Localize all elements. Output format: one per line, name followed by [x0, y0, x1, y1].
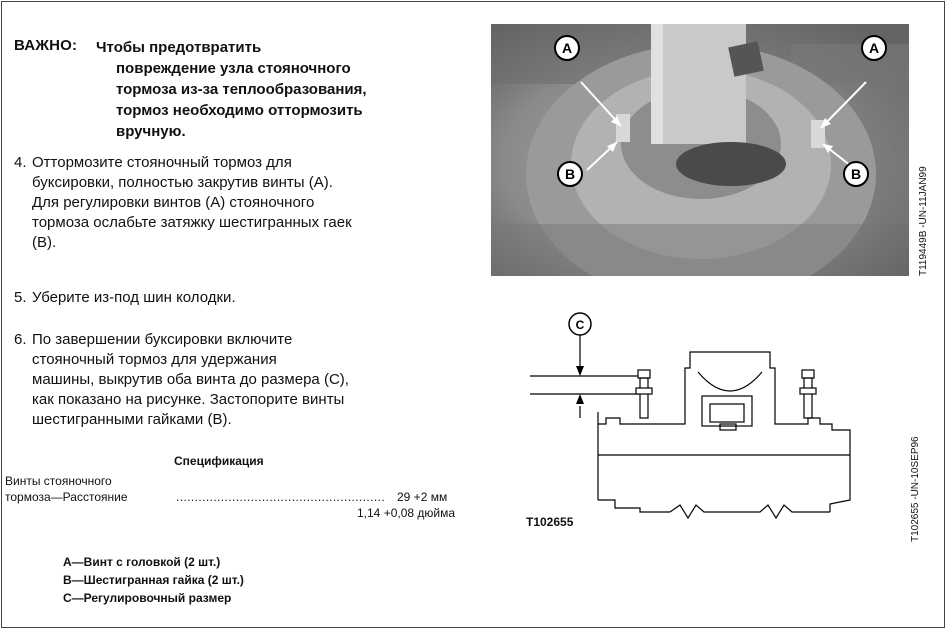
- step-5: 5. Уберите из-под шин колодки.: [14, 288, 236, 308]
- legend: A—Винт с головкой (2 шт.) B—Шестигранная…: [63, 553, 244, 607]
- step-line: По завершении буксировки включите: [32, 331, 293, 348]
- photo-code: T119449B -UN-11JAN99: [918, 166, 929, 276]
- spec-leader: ........................................…: [176, 490, 386, 504]
- legend-item: C—Регулировочный размер: [63, 591, 232, 605]
- step-number: 4.: [14, 154, 27, 171]
- legend-item: A—Винт с головкой (2 шт.): [63, 555, 221, 569]
- step-line: машины, выкрутив оба винта до размера (C…: [32, 371, 349, 388]
- step-line: Для регулировки винтов (A) стояночного: [32, 194, 315, 211]
- brake-photo: A A B B: [491, 24, 909, 276]
- step-line: шестигранными гайками (B).: [32, 411, 232, 428]
- step-line: стояночный тормоз для удержания: [32, 351, 277, 368]
- step-line: тормоза ослабьте затяжку шестигранных га…: [32, 214, 352, 231]
- spec-item-line2: тормоза—Расстояние: [5, 490, 128, 504]
- svg-text:A: A: [869, 40, 879, 56]
- step-4: 4. Оттормозите стояночный тормоз для бук…: [14, 153, 352, 253]
- step-line: (B).: [32, 234, 57, 251]
- diagram-code: T102655 -UN-10SEP96: [910, 436, 921, 542]
- step-line: Уберите из-под шин колодки.: [32, 289, 236, 306]
- important-line: тормоз необходимо оттормозить: [116, 102, 363, 119]
- diagram-caption: T102655: [526, 515, 574, 529]
- svg-text:A: A: [562, 40, 572, 56]
- step-line: буксировки, полностью закрутив винты (A)…: [32, 174, 333, 191]
- svg-text:B: B: [851, 166, 861, 182]
- step-6: 6. По завершении буксировки включите сто…: [14, 330, 349, 430]
- svg-text:B: B: [565, 166, 575, 182]
- important-text: Чтобы предотвратить повреждение узла сто…: [96, 37, 367, 142]
- legend-item: B—Шестигранная гайка (2 шт.): [63, 573, 244, 587]
- step-number: 5.: [14, 289, 27, 306]
- important-label: ВАЖНО:: [14, 37, 78, 54]
- brake-diagram: C: [530, 312, 851, 520]
- spec-item-line1: Винты стояночного: [5, 474, 112, 488]
- callout-a-left: A: [554, 35, 580, 61]
- callout-b-right: B: [843, 161, 869, 187]
- important-line: Чтобы предотвратить: [96, 39, 262, 56]
- spec-value-mm: 29 +2 мм: [397, 490, 448, 504]
- callout-c: C: [568, 312, 592, 336]
- important-line: вручную.: [116, 123, 186, 140]
- step-number: 6.: [14, 331, 27, 348]
- important-line: тормоза из-за теплообразования,: [116, 81, 367, 98]
- spec-value-in: 1,14 +0,08 дюйма: [357, 506, 456, 520]
- important-line: повреждение узла стояночного: [116, 60, 351, 77]
- svg-text:C: C: [576, 318, 585, 332]
- step-line: Оттормозите стояночный тормоз для: [32, 154, 292, 171]
- step-line: как показано на рисунке. Застопорите вин…: [32, 391, 345, 408]
- callout-a-right: A: [861, 35, 887, 61]
- spec-title: Спецификация: [174, 454, 264, 468]
- callout-b-left: B: [557, 161, 583, 187]
